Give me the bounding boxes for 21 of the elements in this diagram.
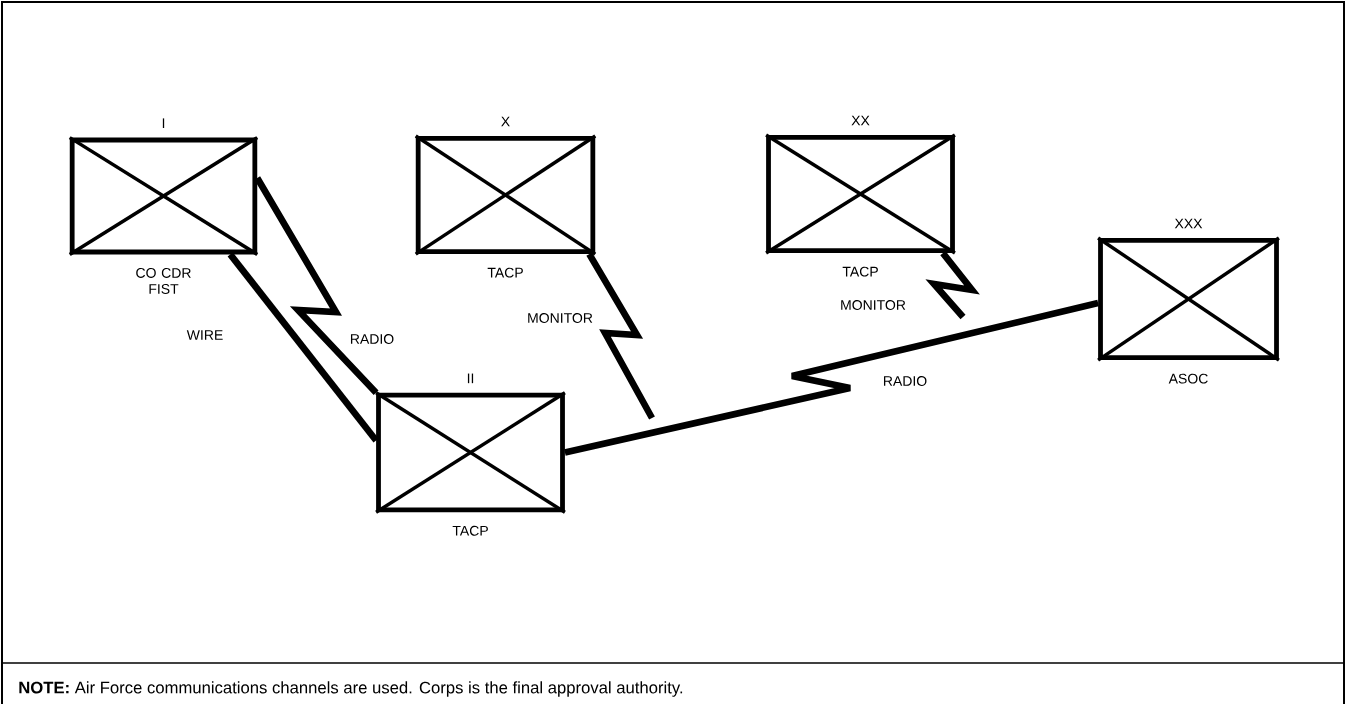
connector-line bbox=[586, 252, 655, 420]
edge-label: MONITOR bbox=[838, 298, 908, 312]
echelon-label: II bbox=[467, 373, 474, 384]
connector-line bbox=[227, 252, 379, 443]
edge-label: WIRE bbox=[185, 328, 225, 342]
echelon-label: X bbox=[501, 116, 510, 127]
connector-line bbox=[254, 176, 379, 396]
edge-label: RADIO bbox=[348, 332, 396, 346]
connector-line bbox=[564, 299, 1099, 456]
unit-label: TACP bbox=[842, 266, 878, 277]
edge-label: RADIO bbox=[881, 374, 929, 388]
connector-line bbox=[925, 251, 980, 320]
unit-label: TACP bbox=[487, 267, 523, 278]
unit-label: CO CDR FIST bbox=[136, 268, 191, 294]
unit-label: TACP bbox=[452, 525, 488, 536]
echelon-label: I bbox=[162, 118, 165, 128]
edge-label: MONITOR bbox=[525, 311, 595, 325]
echelon-label: XXX bbox=[1174, 218, 1203, 229]
echelon-label: XX bbox=[851, 115, 870, 126]
unit-label: ASOC bbox=[1168, 373, 1208, 384]
note-text: NOTE: Air Force communications channels are used. Corps is the final approval authority. bbox=[19, 681, 683, 697]
